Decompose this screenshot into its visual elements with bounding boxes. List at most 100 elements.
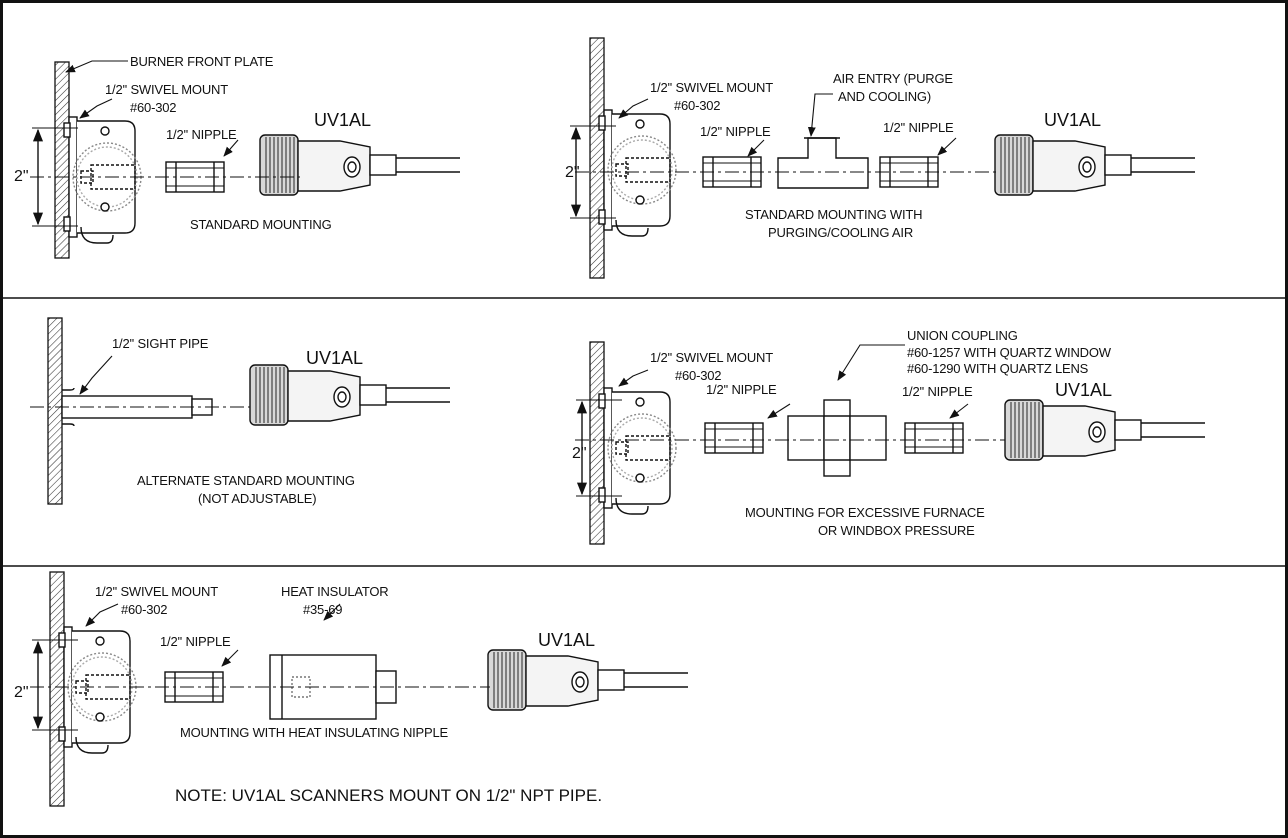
nipple-right-label: 1/2'' NIPPLE bbox=[902, 384, 973, 399]
leader-arrow bbox=[618, 98, 649, 119]
mount-bracket bbox=[615, 219, 649, 237]
mount-body bbox=[612, 391, 671, 505]
union-label-1: UNION COUPLING bbox=[907, 328, 1018, 343]
leader-arrow bbox=[323, 603, 341, 621]
scanner-logo-icon bbox=[571, 671, 589, 693]
swivel-mount-part-number: #60-302 bbox=[121, 602, 167, 617]
union-left bbox=[787, 415, 825, 461]
plate-hatch bbox=[589, 37, 605, 279]
screw-bottom bbox=[635, 195, 645, 205]
caption-line-2: (NOT ADJUSTABLE) bbox=[198, 491, 316, 506]
scanner-label: UV1AL bbox=[306, 348, 363, 368]
tee-body bbox=[777, 137, 869, 189]
heat-insulator-part-number: #35-69 bbox=[303, 602, 342, 617]
panel-sight-pipe: 1/2'' SIGHT PIPE UV1AL ALTERNATE STANDAR… bbox=[112, 336, 363, 506]
caption-line-2: PURGING/COOLING AIR bbox=[768, 225, 913, 240]
scanner-logo-inner bbox=[1082, 161, 1092, 173]
panel-heat-insulator: 1/2'' SWIVEL MOUNT #60-302 HEAT INSULATO… bbox=[14, 584, 595, 740]
nipple-left-label: 1/2'' NIPPLE bbox=[700, 124, 771, 139]
air-entry-label: AIR ENTRY (PURGE bbox=[833, 71, 953, 86]
mount-bore bbox=[615, 441, 629, 455]
dimension-label: 2" bbox=[565, 164, 580, 181]
nipple-right-label: 1/2'' NIPPLE bbox=[883, 120, 954, 135]
swivel-mount-label: 1/2'' SWIVEL MOUNT bbox=[650, 350, 773, 365]
scanner-logo-inner bbox=[337, 391, 347, 403]
burner-front-plate bbox=[589, 37, 605, 279]
scanner-body bbox=[297, 140, 371, 192]
swivel-mount bbox=[63, 116, 142, 244]
pipe-nipple bbox=[704, 422, 764, 454]
caption-line-1: ALTERNATE STANDARD MOUNTING bbox=[137, 473, 355, 488]
scanner-body bbox=[525, 655, 599, 707]
caption-line: STANDARD MOUNTING bbox=[190, 217, 332, 232]
swivel-mount-label: 1/2'' SWIVEL MOUNT bbox=[105, 82, 228, 97]
nipple-left-label: 1/2'' NIPPLE bbox=[706, 382, 777, 397]
dimension-label: 2" bbox=[14, 684, 29, 701]
burner-plate-label: BURNER FRONT PLATE bbox=[130, 54, 274, 69]
dimension-arrow bbox=[32, 127, 78, 227]
screw-top bbox=[635, 119, 645, 129]
caption-line: MOUNTING WITH HEAT INSULATING NIPPLE bbox=[180, 725, 449, 740]
leader-arrow bbox=[949, 403, 969, 419]
scanner-logo-icon bbox=[1088, 421, 1106, 443]
cable-gland bbox=[369, 154, 397, 176]
scanner-logo-icon bbox=[343, 156, 361, 178]
panel-purge-mounting: 1/2'' SWIVEL MOUNT #60-302 AIR ENTRY (PU… bbox=[565, 71, 1101, 240]
burner-front-plate bbox=[49, 571, 65, 807]
burner-front-plate bbox=[589, 341, 605, 545]
scanner-logo-inner bbox=[1092, 426, 1102, 438]
screw-bottom bbox=[95, 712, 105, 722]
uv1al-scanner bbox=[249, 364, 450, 426]
cable-gland bbox=[1104, 154, 1132, 176]
union-right bbox=[849, 415, 887, 461]
dimension-label: 2" bbox=[14, 168, 29, 185]
mount-body bbox=[612, 113, 671, 227]
screw-top bbox=[635, 397, 645, 407]
leader-arrow bbox=[79, 98, 113, 119]
screw-bottom bbox=[100, 202, 110, 212]
leader-arrow bbox=[937, 137, 957, 156]
leader-arrow bbox=[618, 369, 649, 387]
panel-standard-mounting: BURNER FRONT PLATE 1/2'' SWIVEL MOUNT #6… bbox=[14, 54, 371, 232]
swivel-mount bbox=[598, 387, 677, 515]
pipe-nipple bbox=[904, 422, 964, 454]
uv1al-scanner bbox=[259, 134, 460, 196]
tee-fitting bbox=[777, 137, 869, 189]
scanner-label: UV1AL bbox=[1044, 110, 1101, 130]
mount-insert bbox=[625, 157, 671, 183]
mount-bracket bbox=[615, 497, 649, 515]
flange-tab-top bbox=[63, 122, 71, 138]
heat-insulator-label: HEAT INSULATOR bbox=[281, 584, 388, 599]
leader-arrow bbox=[79, 355, 113, 395]
leader-arrow bbox=[65, 60, 128, 73]
leader-arrow bbox=[807, 93, 833, 137]
uv1al-scanner bbox=[994, 134, 1195, 196]
cable-gland bbox=[359, 384, 387, 406]
sight-pipe-flange bbox=[62, 387, 75, 427]
nipple-body bbox=[704, 422, 764, 454]
dimension-arrow bbox=[576, 399, 622, 497]
scanner-body bbox=[287, 370, 361, 422]
sight-pipe-label: 1/2'' SIGHT PIPE bbox=[112, 336, 209, 351]
sight-pipe-plate bbox=[47, 317, 63, 505]
air-entry-label-2: AND COOLING) bbox=[838, 89, 931, 104]
mount-bracket bbox=[80, 226, 114, 244]
union-label-3: #60-1290 WITH QUARTZ LENS bbox=[907, 361, 1089, 376]
scanner-label: UV1AL bbox=[314, 110, 371, 130]
union-nut bbox=[823, 399, 851, 477]
screw-top bbox=[100, 126, 110, 136]
dimension-arrow bbox=[32, 639, 78, 731]
leader-arrow bbox=[767, 403, 791, 419]
panel-union-coupling: 1/2'' SWIVEL MOUNT #60-302 UNION COUPLIN… bbox=[572, 328, 1112, 538]
leader-arrow bbox=[837, 344, 905, 381]
dimension-arrow bbox=[570, 125, 616, 219]
scanner-logo-inner bbox=[575, 676, 585, 688]
uv1al-scanner bbox=[487, 649, 688, 711]
leader-arrow bbox=[223, 139, 239, 157]
dimension-label: 2" bbox=[572, 445, 587, 462]
caption-line-1: STANDARD MOUNTING WITH bbox=[745, 207, 922, 222]
scanner-body bbox=[1042, 405, 1116, 457]
flange-tab-bottom bbox=[58, 726, 66, 742]
